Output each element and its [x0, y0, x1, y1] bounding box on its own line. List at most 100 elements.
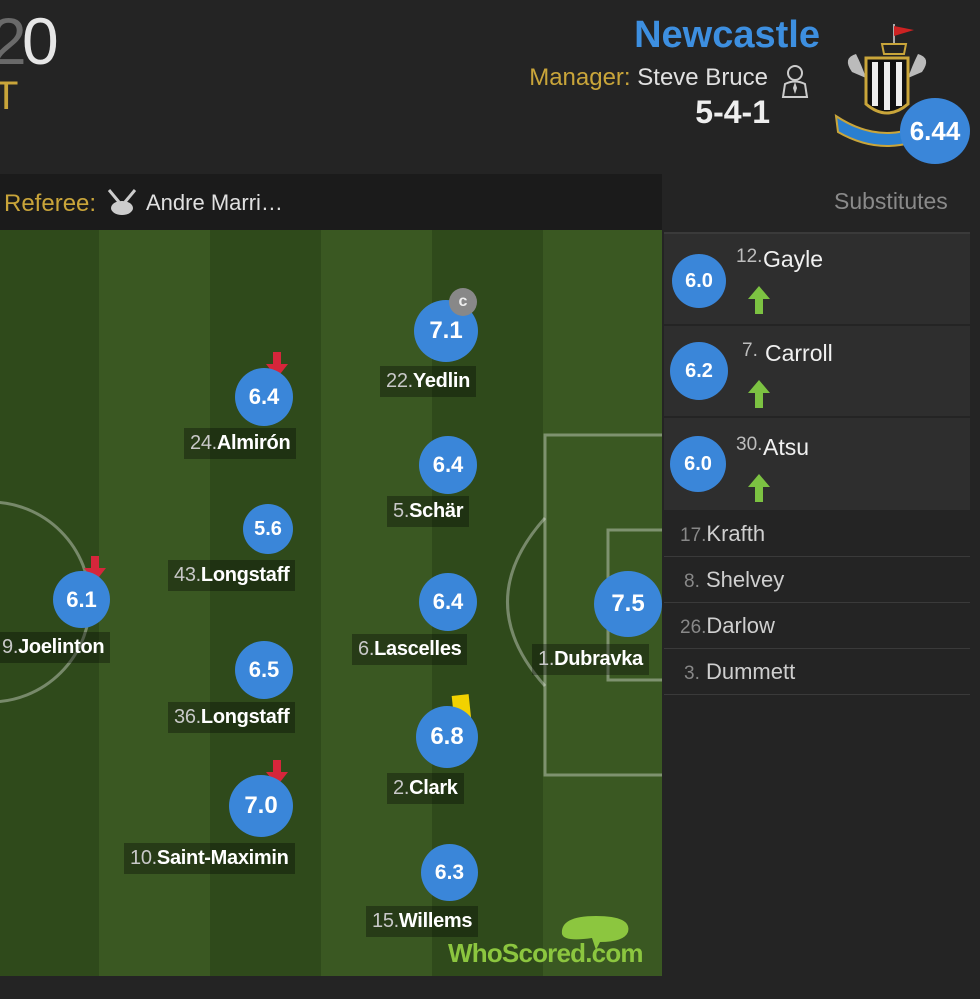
bench-number: 26.	[680, 617, 707, 638]
substitute-row[interactable]: 6.2 7. Carroll	[664, 326, 970, 418]
pitch-stripe	[210, 230, 321, 976]
newcastle-crest-icon	[834, 24, 940, 147]
player-rating[interactable]: 6.3	[421, 844, 478, 901]
player-rating[interactable]: 6.8	[416, 706, 478, 768]
player-name[interactable]: 22.Yedlin	[380, 366, 477, 397]
player-number: 1.	[538, 648, 555, 670]
bench-row[interactable]: 8. Shelvey	[664, 557, 970, 603]
player-name[interactable]: 6.Lascelles	[352, 634, 468, 665]
player-name[interactable]: 2.Clark	[387, 773, 464, 804]
match-status: T	[0, 74, 19, 118]
player-rating[interactable]: 6.1	[53, 571, 110, 628]
player-rating[interactable]: 7.0	[229, 775, 293, 837]
player-number: 6.	[358, 638, 375, 660]
sub-off-arrow-icon	[84, 556, 106, 582]
player-rating[interactable]: 7.5	[594, 571, 662, 637]
player-label: Joelinton	[18, 636, 105, 658]
bench-row[interactable]: 17.Krafth	[664, 511, 970, 557]
home-score-partial: 2	[0, 4, 27, 78]
player-rating[interactable]: 6.4	[419, 573, 477, 631]
player-label: Longstaff	[200, 706, 290, 728]
away-score: 0	[22, 4, 59, 78]
bench-player: 17.Krafth	[680, 521, 765, 547]
player-label: Almirón	[216, 432, 291, 454]
substitute-rating: 6.0	[672, 254, 726, 308]
player-label: Willems	[398, 910, 473, 932]
bench-player: 26.Darlow	[680, 613, 775, 639]
substitute-number: 30.	[736, 434, 763, 455]
player-label: Saint-Maximin	[156, 847, 289, 869]
substitute-rating: 6.2	[670, 342, 728, 400]
manager-name: Steve Bruce	[637, 64, 768, 91]
team-rating-badge: 6.44	[900, 98, 970, 164]
player-number: 2.	[393, 777, 410, 799]
pitch: 7.1 c 22.Yedlin 6.4 24.Almirón 6.4 5.Sch…	[0, 230, 662, 976]
player-label: Clark	[409, 777, 458, 799]
divider	[664, 232, 970, 234]
manager-icon	[781, 65, 809, 98]
player-label: Lascelles	[374, 638, 462, 660]
substitute-row[interactable]: 6.0 30. Atsu	[664, 418, 970, 512]
substitute-row[interactable]: 6.0 12. Gayle	[664, 234, 970, 326]
bench-name: Darlow	[706, 613, 775, 638]
player-number: 9.	[2, 636, 19, 658]
player-number: 15.	[372, 910, 399, 932]
whoscored-watermark: WhoScored.com	[448, 938, 644, 968]
sub-on-arrow-icon	[748, 380, 770, 408]
player-number: 5.	[393, 500, 410, 522]
bench-player: 3. Dummett	[684, 659, 795, 685]
sub-off-arrow-icon	[266, 352, 288, 378]
player-number: 36.	[174, 706, 201, 728]
whoscored-logo-icon	[561, 916, 629, 950]
player-label: Longstaff	[200, 564, 290, 586]
substitutes-title: Substitutes	[834, 188, 948, 214]
player-rating[interactable]: 6.4	[235, 368, 293, 426]
player-name[interactable]: 15.Willems	[366, 906, 479, 937]
player-name[interactable]: 9.Joelinton	[0, 632, 111, 663]
player-number: 22.	[386, 370, 413, 392]
referee-bar: Referee: Andre Marri…	[0, 174, 662, 230]
sub-on-arrow-icon	[748, 286, 770, 314]
player-name[interactable]: 5.Schär	[387, 496, 470, 527]
team-name[interactable]: Newcastle	[634, 14, 820, 56]
bench-name: Dummett	[705, 659, 796, 684]
substitute-number: 12.	[736, 246, 763, 267]
pitch-stripe	[321, 230, 432, 976]
captain-badge: c	[449, 288, 477, 316]
player-rating[interactable]: 6.4	[419, 436, 477, 494]
manager-label: Manager:	[529, 64, 631, 91]
player-name[interactable]: 1.Dubravka	[532, 644, 649, 675]
bench-name: Krafth	[706, 521, 766, 546]
formation: 5-4-1	[695, 94, 770, 130]
player-rating[interactable]: 6.5	[235, 641, 293, 699]
bench-number: 3.	[684, 663, 700, 684]
bench-row[interactable]: 26.Darlow	[664, 603, 970, 649]
substitute-rating: 6.0	[670, 436, 726, 492]
player-label: Yedlin	[412, 370, 471, 392]
player-number: 10.	[130, 847, 157, 869]
substitute-number: 7.	[742, 340, 758, 361]
pitch-stripe	[99, 230, 210, 976]
sub-off-arrow-icon	[266, 760, 288, 786]
bench-row[interactable]: 3. Dummett	[664, 649, 970, 695]
player-number: 43.	[174, 564, 201, 586]
bench-number: 8.	[684, 571, 700, 592]
bench-number: 17.	[680, 525, 707, 546]
whistle-icon	[107, 189, 137, 215]
player-name[interactable]: 10.Saint-Maximin	[124, 843, 295, 874]
player-name[interactable]: 43.Longstaff	[168, 560, 296, 591]
substitute-name: Gayle	[763, 246, 824, 272]
referee-label: Referee:	[4, 190, 97, 217]
player-name[interactable]: 36.Longstaff	[168, 702, 296, 733]
bench-player: 8. Shelvey	[684, 567, 784, 593]
player-label: Schär	[409, 500, 464, 522]
bench-name: Shelvey	[705, 567, 785, 592]
player-label: Dubravka	[554, 648, 643, 670]
sub-on-arrow-icon	[748, 474, 770, 502]
referee-name: Andre Marri…	[146, 190, 283, 215]
substitute-name: Carroll	[765, 340, 833, 366]
manager-row: Manager: Steve Bruce	[529, 64, 768, 92]
player-name[interactable]: 24.Almirón	[184, 428, 297, 459]
player-rating[interactable]: 5.6	[243, 504, 293, 554]
player-number: 24.	[190, 432, 217, 454]
